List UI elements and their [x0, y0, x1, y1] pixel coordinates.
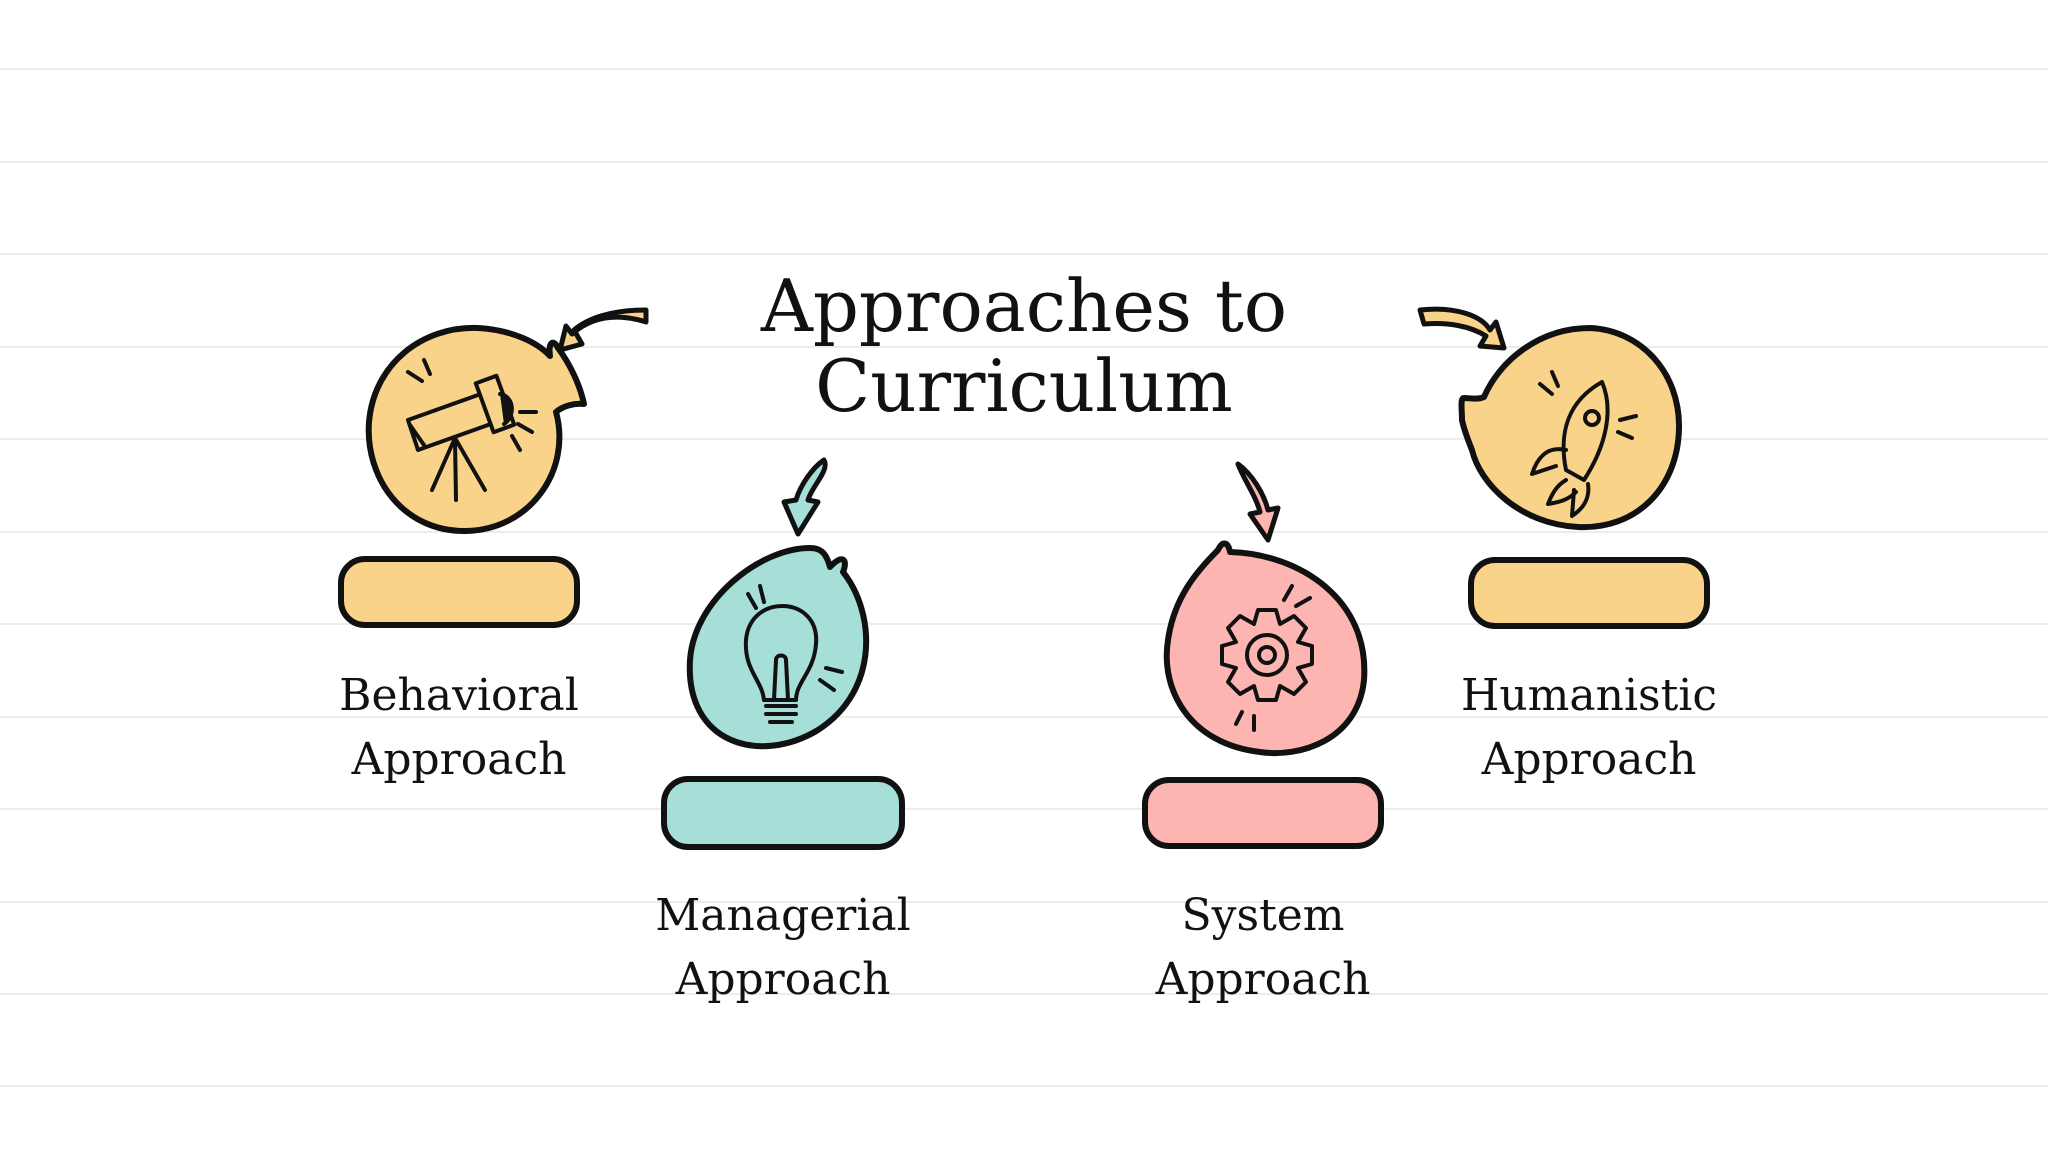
diagram-title: Approaches to Curriculum — [724, 266, 1324, 426]
title-line-2: Curriculum — [815, 344, 1233, 428]
managerial-label: Managerial Approach — [623, 884, 943, 1012]
rocket-icon — [1530, 370, 1638, 518]
arrow-to-behavioral — [557, 307, 649, 353]
ruled-line — [0, 253, 2048, 255]
ruled-line — [0, 993, 2048, 995]
arrow-to-humanistic — [1417, 306, 1507, 351]
label-line-2: Approach — [1155, 954, 1371, 1005]
speech-bubble — [1458, 325, 1683, 531]
ruled-line — [0, 901, 2048, 903]
ruled-line — [0, 1085, 2048, 1087]
label-line-2: Approach — [675, 954, 891, 1005]
title-line-1: Approaches to — [760, 264, 1288, 348]
gear-icon — [1220, 584, 1314, 732]
ruled-line — [0, 161, 2048, 163]
label-line-1: Behavioral — [339, 670, 579, 721]
label-line-2: Approach — [1481, 734, 1697, 785]
system-node — [1142, 540, 1384, 849]
behavioral-node — [338, 324, 587, 628]
managerial-node — [661, 545, 905, 850]
ruled-line — [0, 68, 2048, 70]
arrow-to-system — [1235, 461, 1281, 543]
lightbulb-icon — [743, 584, 844, 724]
pedestal — [1142, 777, 1384, 849]
pedestal — [338, 556, 580, 628]
arrow-to-managerial — [781, 457, 828, 537]
pedestal — [661, 776, 905, 850]
system-label: System Approach — [1103, 884, 1423, 1012]
ruled-line — [0, 438, 2048, 440]
label-line-1: Managerial — [655, 890, 911, 941]
label-line-1: System — [1181, 890, 1345, 941]
pedestal — [1468, 557, 1710, 629]
ruled-line — [0, 808, 2048, 810]
ruled-line — [0, 346, 2048, 348]
ruled-line — [0, 531, 2048, 533]
label-line-2: Approach — [351, 734, 567, 785]
label-line-1: Humanistic — [1460, 670, 1718, 721]
telescope-icon — [406, 358, 538, 502]
ruled-line — [0, 716, 2048, 718]
humanistic-label: Humanistic Approach — [1429, 664, 1749, 792]
ruled-line — [0, 623, 2048, 625]
humanistic-node — [1458, 325, 1710, 629]
behavioral-label: Behavioral Approach — [299, 664, 619, 792]
speech-bubble — [686, 545, 870, 750]
